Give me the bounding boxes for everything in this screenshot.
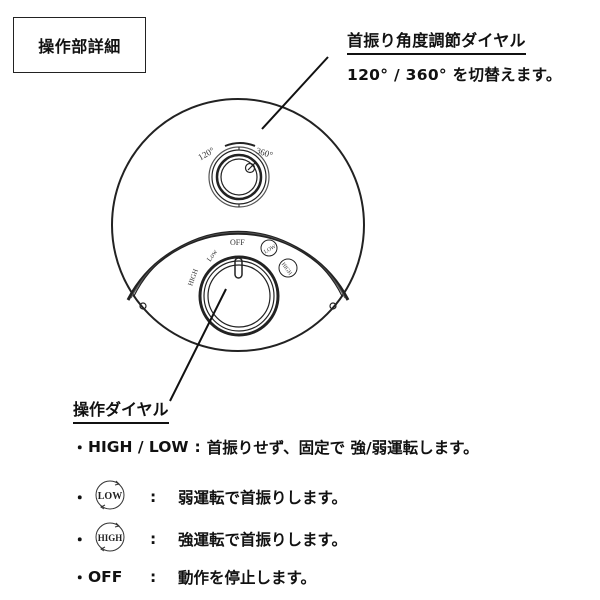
leader-line-operation-dial xyxy=(169,288,227,402)
section-header-box: 操作部詳細 xyxy=(13,17,146,73)
label-low-swing: LOW xyxy=(263,243,278,255)
operation-dial xyxy=(198,239,298,337)
list-item-off: ・ OFF : 動作を停止します。 xyxy=(72,568,316,587)
label-120: 120° xyxy=(196,145,216,162)
label-low: Low xyxy=(205,247,219,263)
page-title: 操作部詳細 xyxy=(38,37,121,56)
svg-text:LOW: LOW xyxy=(98,491,122,502)
label-off: OFF xyxy=(230,238,245,247)
swing-angle-dial xyxy=(208,142,270,208)
label-high: HIGH xyxy=(186,268,200,287)
mode-label: HIGH / LOW xyxy=(88,438,189,456)
low-swing-icon: LOW xyxy=(88,478,138,516)
svg-text:HIGH: HIGH xyxy=(98,533,123,543)
swing-dial-callout-title: 首振り角度調節ダイヤル xyxy=(347,27,526,55)
operation-dial-title: 操作ダイヤル xyxy=(73,396,169,424)
mode-label: OFF xyxy=(88,568,123,586)
panel-outer-ring xyxy=(111,98,365,352)
list-item-high-low: ・ HIGH / LOW : 首振りせず、固定で 強/弱運転します。 xyxy=(72,438,479,457)
high-swing-icon: HIGH xyxy=(88,520,138,558)
list-item-low-swing: ・ LOW : 弱運転で首振りします。 xyxy=(72,478,347,516)
swing-dial-callout-description: 120° / 360° を切替えます。 xyxy=(347,66,562,84)
list-item-high-swing: ・ HIGH : 強運転で首振りします。 xyxy=(72,520,347,558)
leader-line-swing-dial xyxy=(261,56,329,130)
